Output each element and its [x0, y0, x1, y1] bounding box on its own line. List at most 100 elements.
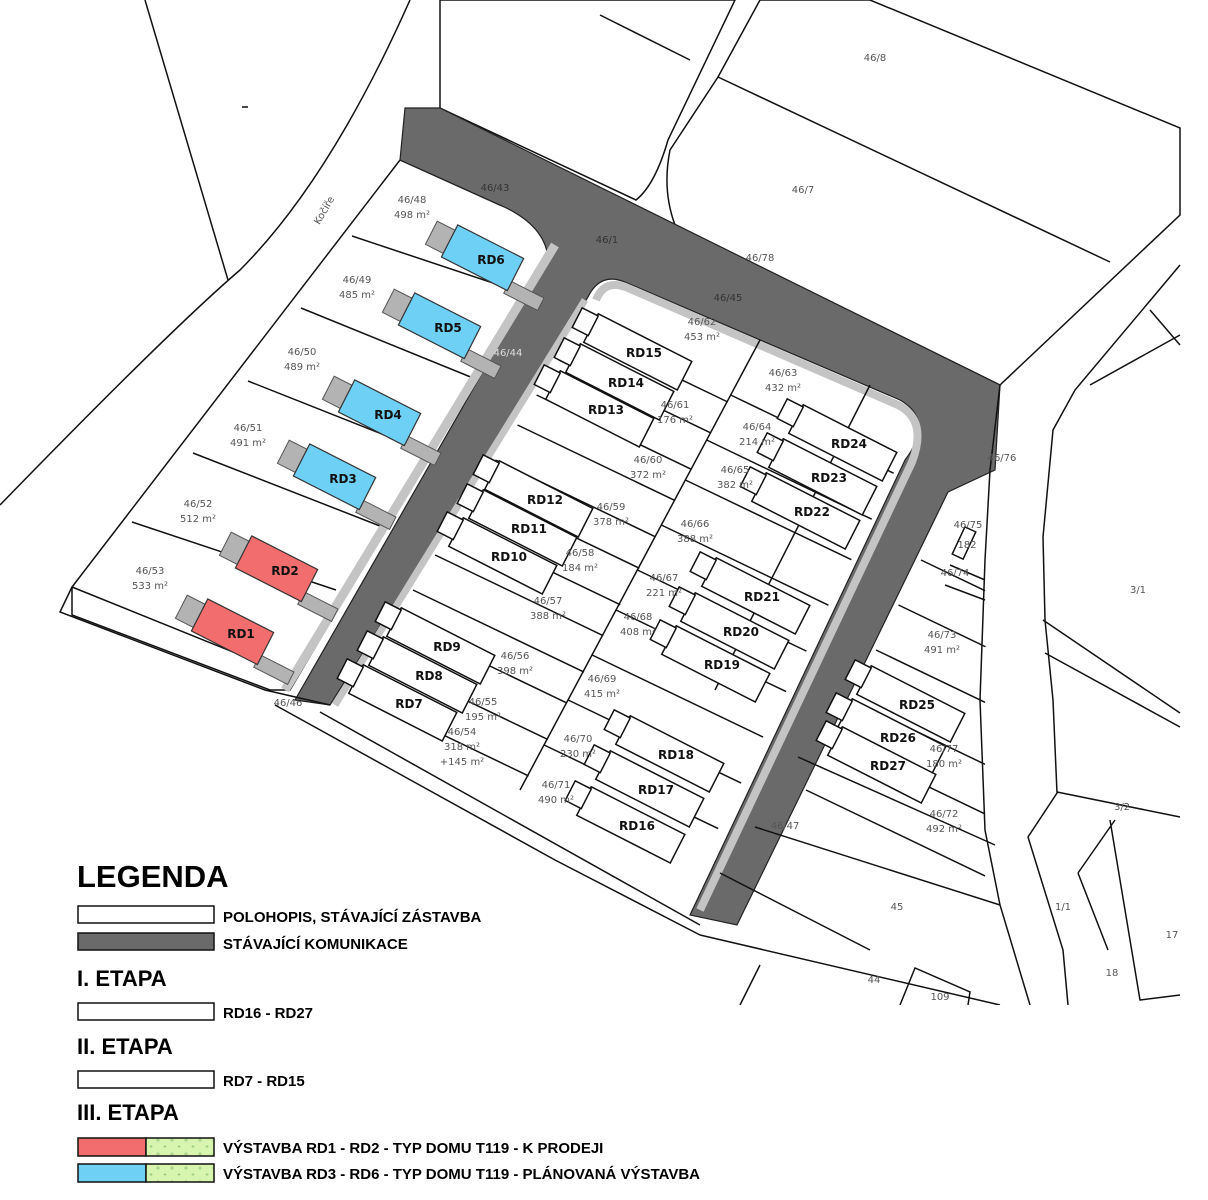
parcel-area: 489 m² [284, 362, 320, 373]
parcel-id: 46/71 [542, 780, 571, 791]
parcel-area: 490 m² [538, 795, 574, 806]
legend-swatch-blue [77, 1163, 147, 1183]
house-label: RD14 [608, 376, 644, 390]
parcel-id: 46/70 [564, 734, 593, 745]
house-label: RD1 [227, 627, 255, 641]
house-label: RD8 [415, 669, 443, 683]
house-label: RD17 [638, 783, 674, 797]
house-rd12[interactable] [470, 453, 594, 538]
legend-swatch-green [145, 1137, 215, 1157]
parcel-area: 221 m² [646, 588, 682, 599]
house-rd20[interactable] [666, 585, 790, 670]
house-label: RD16 [619, 819, 655, 833]
house-label: RD18 [658, 748, 694, 762]
house-label: RD6 [477, 253, 505, 267]
house-rd16[interactable] [562, 779, 686, 864]
parcel-label: 1/1 [1055, 902, 1071, 913]
legend-stage2: II. ETAPA [77, 1034, 173, 1059]
house-label: RD24 [831, 437, 867, 451]
house-rd22[interactable] [737, 465, 861, 550]
legend-swatch-existing [77, 905, 215, 924]
parcel-label: 46/46 [274, 698, 303, 709]
parcel-area: 214 m² [739, 437, 775, 448]
parcel-area: 498 m² [394, 210, 430, 221]
house-label: RD7 [395, 697, 423, 711]
house-rd24[interactable] [774, 397, 898, 482]
parcel-area: 533 m² [132, 581, 168, 592]
house-rd27[interactable] [813, 719, 937, 804]
house-label: RD12 [527, 493, 563, 507]
house-label: RD5 [434, 321, 462, 335]
house-label: RD9 [433, 640, 461, 654]
parcel-boundary [434, 554, 604, 637]
house-rd3[interactable] [274, 435, 408, 531]
parcel-boundary [661, 524, 829, 606]
house-rd11[interactable] [454, 482, 578, 567]
existing-road [294, 107, 1001, 926]
parcel-area: 485 m² [339, 290, 375, 301]
house-rd23[interactable] [754, 431, 878, 516]
parcel-boundary [898, 604, 986, 648]
houses [172, 216, 966, 864]
parcel-area: 398 m² [497, 666, 533, 677]
house-rd1[interactable] [172, 590, 306, 686]
parcel-id: 46/52 [184, 499, 213, 510]
parcel-label: 45 [891, 902, 904, 913]
parcel-id: 46/69 [588, 674, 617, 685]
parcel-id: 46/68 [624, 612, 653, 623]
parcel-label: 17 [1166, 930, 1179, 941]
parcel-id: 46/54 [448, 727, 477, 738]
house-rd8[interactable] [354, 629, 478, 714]
house-rd25[interactable] [842, 658, 966, 743]
house-rd5[interactable] [379, 284, 513, 380]
house-rd13[interactable] [531, 363, 655, 448]
parcel-label: 46/44 [494, 348, 523, 359]
house-label: RD2 [271, 564, 299, 578]
house-rd7[interactable] [334, 657, 458, 742]
parcel-label: 46/43 [481, 183, 510, 194]
parcel-id: 46/57 [534, 596, 563, 607]
house-label: RD21 [744, 590, 780, 604]
parcel-id: 46/77 [930, 744, 959, 755]
parcel-area: 408 m² [620, 627, 656, 638]
house-rd17[interactable] [581, 743, 705, 828]
house-rd9[interactable] [372, 600, 496, 685]
house-rd19[interactable] [647, 618, 771, 703]
parcel-area: 388 m² [677, 534, 713, 545]
parcel-label: 46/8 [864, 53, 886, 64]
house-rd4[interactable] [319, 371, 453, 467]
house-label: RD3 [329, 472, 357, 486]
house-label: RD20 [723, 625, 759, 639]
house-rd2[interactable] [216, 527, 350, 623]
house-rd6[interactable] [422, 216, 556, 312]
small-building-182 [951, 525, 977, 561]
parcel-id: 46/50 [288, 347, 317, 358]
parcel-label: 46/1 [596, 235, 618, 246]
parcel-area-extra: +145 m² [440, 757, 484, 768]
house-label: RD11 [511, 522, 547, 536]
parcel-label: 3/2 [1114, 802, 1130, 813]
parcel-id: 46/61 [661, 400, 690, 411]
house-label: RD26 [880, 731, 916, 745]
legend-stage3-planned: VÝSTAVBA RD3 - RD6 - TYP DOMU T119 - PLÁ… [223, 1165, 700, 1183]
legend-road: STÁVAJÍCÍ KOMUNIKACE [223, 936, 408, 953]
house-label: RD4 [374, 408, 402, 422]
parcel-area: 195 m² [465, 712, 501, 723]
parcel-boundary [412, 589, 585, 673]
parcel-boundary [685, 479, 852, 561]
house-rd18[interactable] [601, 708, 725, 793]
house-label: RD22 [794, 505, 830, 519]
house-label: RD25 [899, 698, 935, 712]
house-rd10[interactable] [434, 510, 558, 595]
parcel-boundary [591, 654, 764, 738]
house-label: RD13 [588, 403, 624, 417]
house-rd14[interactable] [551, 336, 675, 421]
parcel-area: 176 m² [657, 415, 693, 426]
house-rd21[interactable] [687, 550, 811, 635]
parcel-area: 372 m² [630, 470, 666, 481]
legend: LEGENDA POLOHOPIS, STÁVAJÍCÍ ZÁSTAVBA ST… [77, 859, 700, 1183]
parcel-area: 180 m² [926, 759, 962, 770]
house-rd15[interactable] [569, 306, 693, 391]
parcel-id: 46/48 [398, 195, 427, 206]
